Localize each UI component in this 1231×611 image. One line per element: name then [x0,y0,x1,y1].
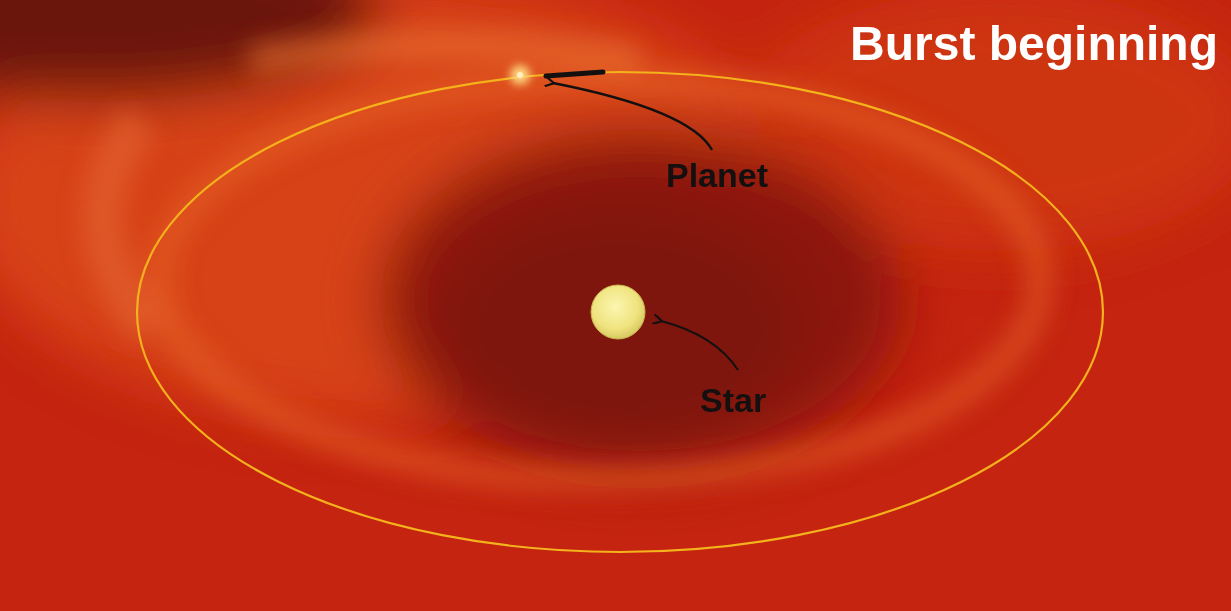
title: Burst beginning [850,20,1218,68]
star [591,285,645,339]
orbit [137,72,1103,552]
planet-glow [510,65,530,85]
leader-line [661,321,738,370]
planet-marker [546,72,603,76]
planet [517,72,523,78]
label: Star [700,383,766,417]
label: Planet [666,158,768,192]
leader-line [553,83,712,150]
